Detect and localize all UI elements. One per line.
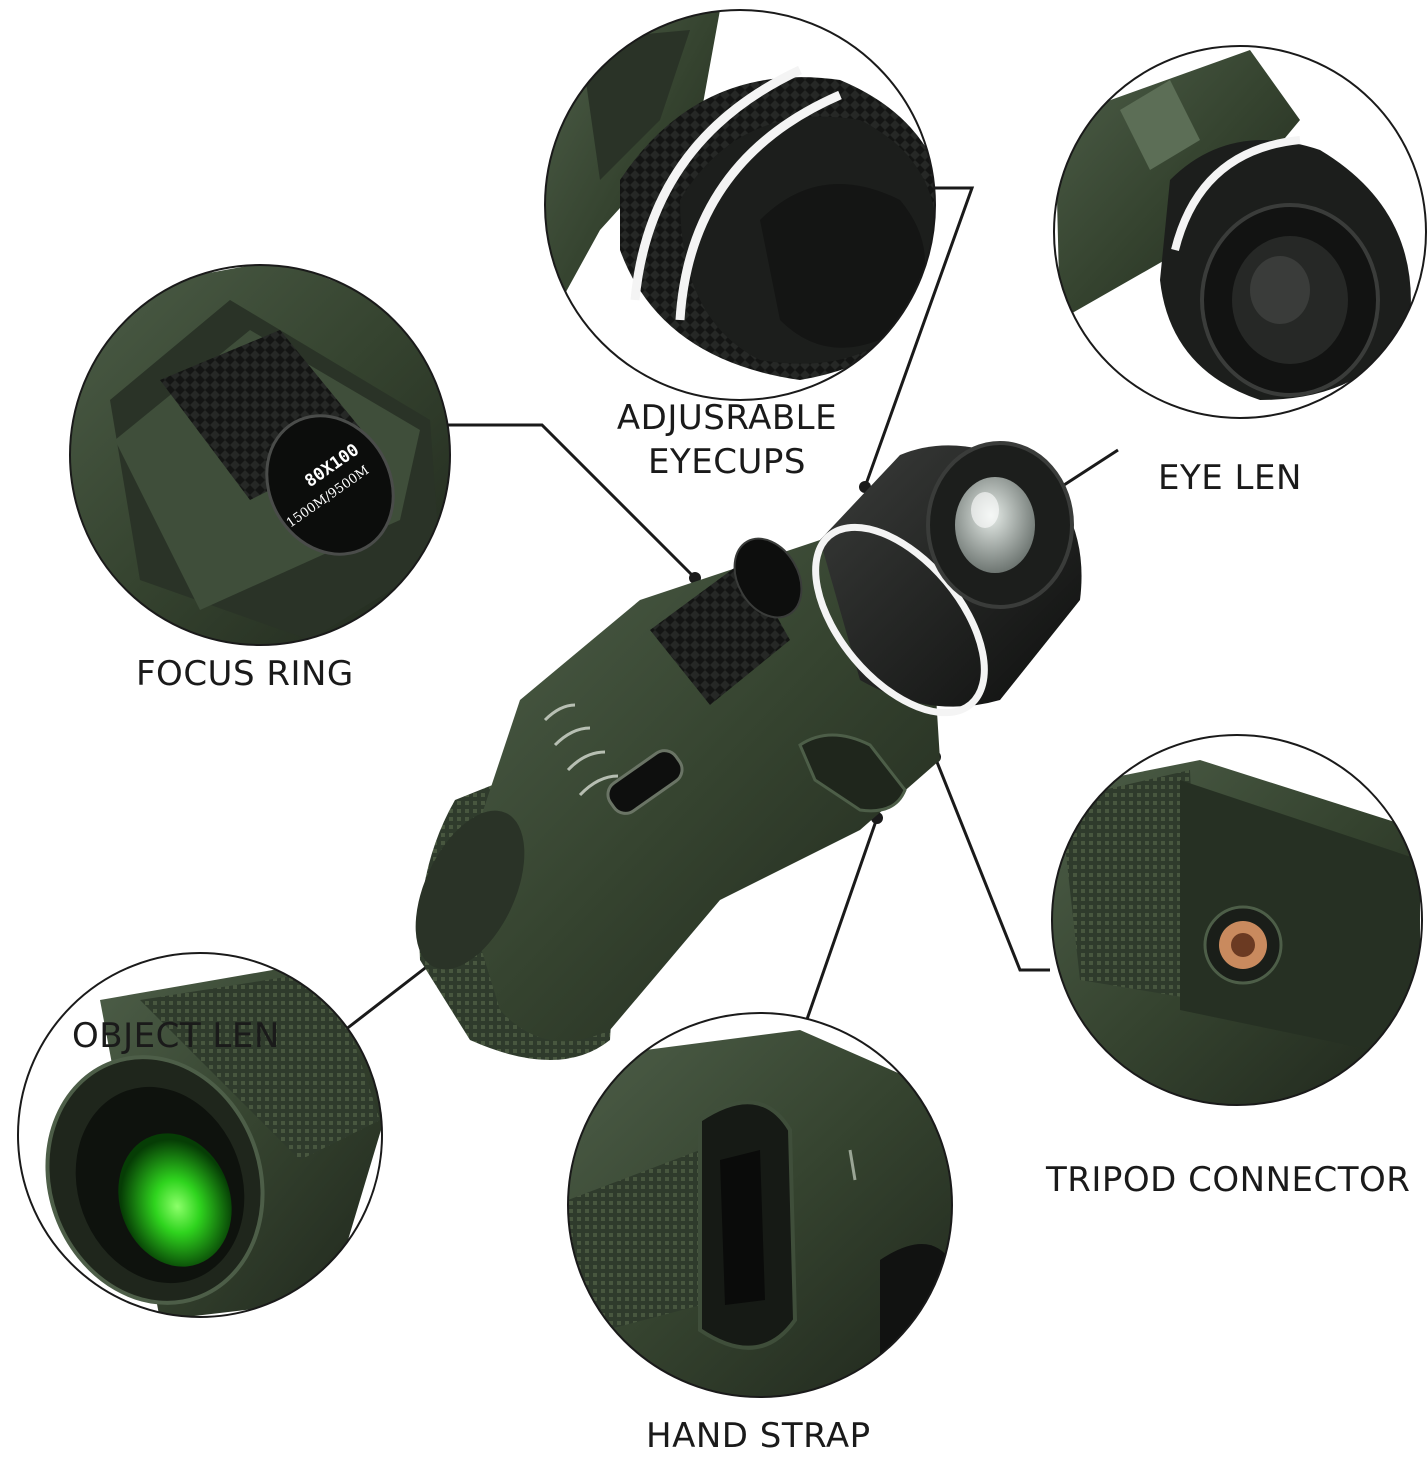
eye-len-label: EYE LEN <box>1158 458 1302 498</box>
callout-lines <box>344 186 1119 1032</box>
eyepiece <box>812 441 1082 717</box>
eye-len-detail <box>1053 45 1427 419</box>
eyecups-label-line1: ADJUSRABLE <box>616 398 838 438</box>
object-len-label: OBJECT LEN <box>72 1016 280 1056</box>
focus-knob <box>650 537 803 705</box>
hand-strap-label: HAND STRAP <box>646 1416 871 1456</box>
eyecups-detail <box>544 9 936 401</box>
tripod-connector-detail <box>1051 734 1423 1106</box>
object-len-detail <box>17 952 383 1318</box>
eyecups-label: ADJUSRABLE EYECUPS <box>610 396 844 484</box>
tripod-line <box>933 756 1050 972</box>
eyecups-line <box>863 186 975 488</box>
tripod-connector-label: TRIPOD CONNECTOR <box>1046 1160 1411 1200</box>
eyecups-label-line2: EYECUPS <box>648 442 806 482</box>
hand-strap-detail <box>567 1012 953 1398</box>
monocular-main-image <box>415 441 1082 1060</box>
focus-ring-line <box>440 423 697 580</box>
focus-ring-label: FOCUS RING <box>136 654 354 694</box>
focus-ring-detail: 80X100 1500M/9500M <box>69 264 451 646</box>
hand-strap-line <box>803 817 879 1026</box>
